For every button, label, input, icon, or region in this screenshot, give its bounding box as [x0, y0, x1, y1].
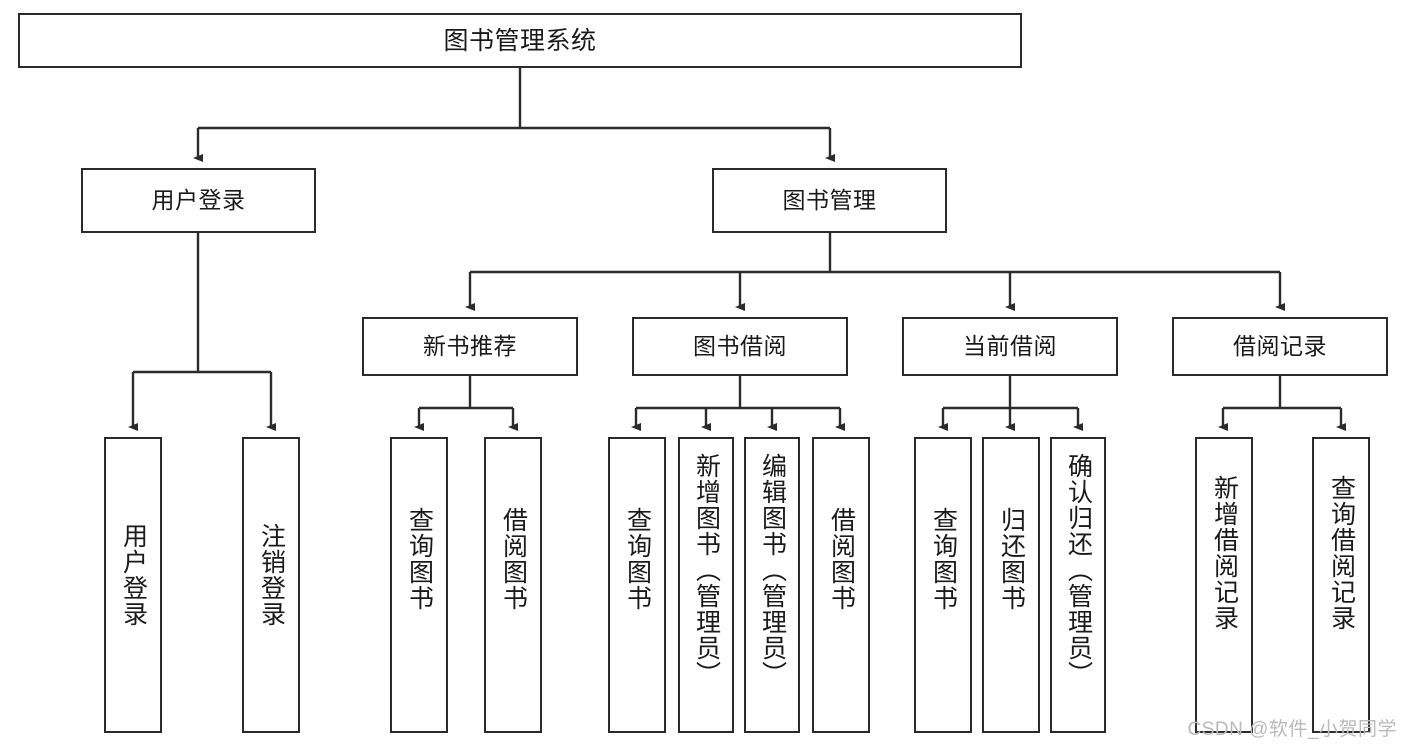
node-label: 当前借阅	[963, 332, 1057, 359]
leaf-query-book-current[interactable]: 查询图书	[914, 437, 972, 733]
node-root-system[interactable]: 图书管理系统	[18, 13, 1022, 68]
node-user-login[interactable]: 用户登录	[81, 168, 316, 233]
node-book-management[interactable]: 图书管理	[712, 168, 947, 233]
node-label: 查询图书	[929, 507, 958, 611]
node-label: 图书管理	[782, 186, 877, 213]
node-label: 新增图书（管理员）	[692, 453, 721, 687]
node-label: 注销登录	[257, 523, 286, 627]
leaf-add-book-admin[interactable]: 新增图书（管理员）	[678, 437, 734, 733]
leaf-confirm-return-admin[interactable]: 确认归还（管理员）	[1050, 437, 1106, 733]
node-label: 用户登录	[119, 523, 148, 627]
node-new-book-recommend[interactable]: 新书推荐	[362, 317, 578, 376]
node-label: 借阅图书	[499, 507, 528, 611]
node-label: 借阅记录	[1233, 332, 1327, 359]
node-label: 确认归还（管理员）	[1064, 453, 1093, 687]
leaf-user-login[interactable]: 用户登录	[104, 437, 162, 733]
node-label: 新增借阅记录	[1210, 475, 1239, 631]
leaf-add-borrow-record[interactable]: 新增借阅记录	[1195, 437, 1253, 733]
node-label: 归还图书	[997, 507, 1026, 611]
node-book-borrow[interactable]: 图书借阅	[632, 317, 848, 376]
node-label: 查询借阅记录	[1327, 475, 1356, 631]
node-label: 查询图书	[623, 507, 652, 611]
leaf-query-borrow-record[interactable]: 查询借阅记录	[1312, 437, 1370, 733]
node-label: 图书管理系统	[443, 26, 597, 55]
leaf-borrow-book[interactable]: 借阅图书	[812, 437, 870, 733]
node-label: 图书借阅	[693, 332, 787, 359]
leaf-return-book[interactable]: 归还图书	[982, 437, 1040, 733]
node-label: 编辑图书（管理员）	[758, 453, 787, 687]
leaf-borrow-book-recommend[interactable]: 借阅图书	[484, 437, 542, 733]
node-current-borrow[interactable]: 当前借阅	[902, 317, 1118, 376]
node-label: 新书推荐	[423, 332, 517, 359]
leaf-query-book-recommend[interactable]: 查询图书	[390, 437, 448, 733]
node-label: 查询图书	[405, 507, 434, 611]
leaf-logout[interactable]: 注销登录	[242, 437, 300, 733]
node-borrow-records[interactable]: 借阅记录	[1172, 317, 1388, 376]
node-label: 借阅图书	[827, 507, 856, 611]
leaf-edit-book-admin[interactable]: 编辑图书（管理员）	[744, 437, 800, 733]
node-label: 用户登录	[151, 186, 246, 213]
leaf-query-book[interactable]: 查询图书	[608, 437, 666, 733]
